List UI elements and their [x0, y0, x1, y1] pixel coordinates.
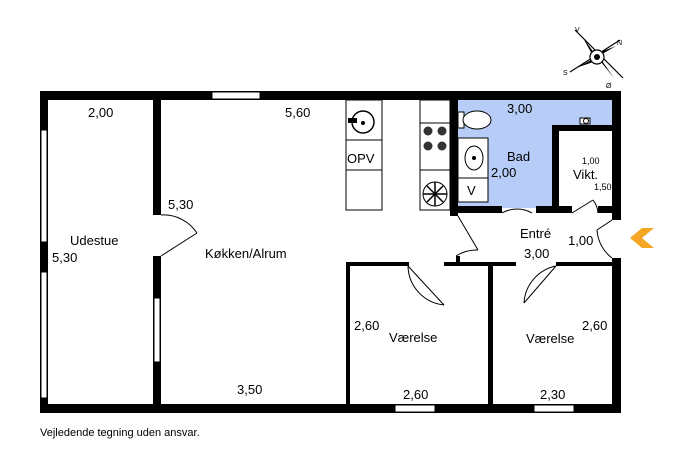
dim-vaerelse2-width: 2,30	[540, 387, 565, 402]
dim-vaerelse2-depth: 2,60	[582, 318, 607, 333]
dim-entre-width: 3,00	[524, 246, 549, 261]
fixture-label-opv: OPV	[347, 151, 375, 166]
fixture-label-v: V	[467, 183, 476, 198]
toilet-icon	[457, 110, 492, 130]
room-label-entre: Entré	[520, 226, 551, 241]
room-label-udestue: Udestue	[70, 233, 118, 248]
compass-o-label: Ø	[606, 83, 612, 90]
room-label-bad: Bad	[507, 149, 530, 164]
room-label-vikt: Vikt.	[573, 167, 598, 182]
dim-kokken-width: 5,60	[285, 105, 310, 120]
room-label-vaerelse-2: Værelse	[526, 331, 574, 346]
windows	[40, 91, 575, 413]
room-label-kokken: Køkken/Alrum	[205, 246, 287, 261]
washer-box	[457, 177, 489, 203]
vikt-area	[556, 128, 615, 206]
dim-vaerelse1-depth: 2,60	[354, 318, 379, 333]
dim-vikt-depth: 1,50	[594, 182, 612, 192]
dim-entre-depth: 1,00	[568, 233, 593, 248]
dim-vikt-width: 1,00	[582, 156, 600, 166]
bathroom-sink-icon	[457, 137, 489, 179]
fan-icon	[422, 181, 448, 207]
dim-udestue-depth: 5,30	[52, 250, 77, 265]
disclaimer-caption: Vejledende tegning uden ansvar.	[40, 427, 200, 439]
entrance-arrow	[630, 228, 654, 248]
dim-bad-width: 3,00	[507, 101, 532, 116]
sink-icon	[348, 110, 375, 134]
stove-icon	[423, 126, 447, 151]
interior-window	[153, 297, 161, 363]
compass-icon: V N S Ø	[563, 27, 624, 90]
compass-v-label: V	[575, 27, 580, 34]
dim-udestue-width: 2,00	[88, 105, 113, 120]
dim-vaerelse1-width: 2,60	[403, 387, 428, 402]
compass-n-label: N	[617, 40, 622, 47]
dim-kokken-depth: 5,30	[168, 197, 193, 212]
faucet-icon	[579, 117, 591, 125]
outer-walls	[40, 91, 621, 413]
dim-kokken-bottom: 3,50	[237, 382, 262, 397]
door-swings	[160, 199, 613, 306]
room-label-vaerelse-1: Værelse	[389, 330, 437, 345]
dim-bad-depth: 2,00	[491, 165, 516, 180]
compass-s-label: S	[563, 70, 568, 77]
